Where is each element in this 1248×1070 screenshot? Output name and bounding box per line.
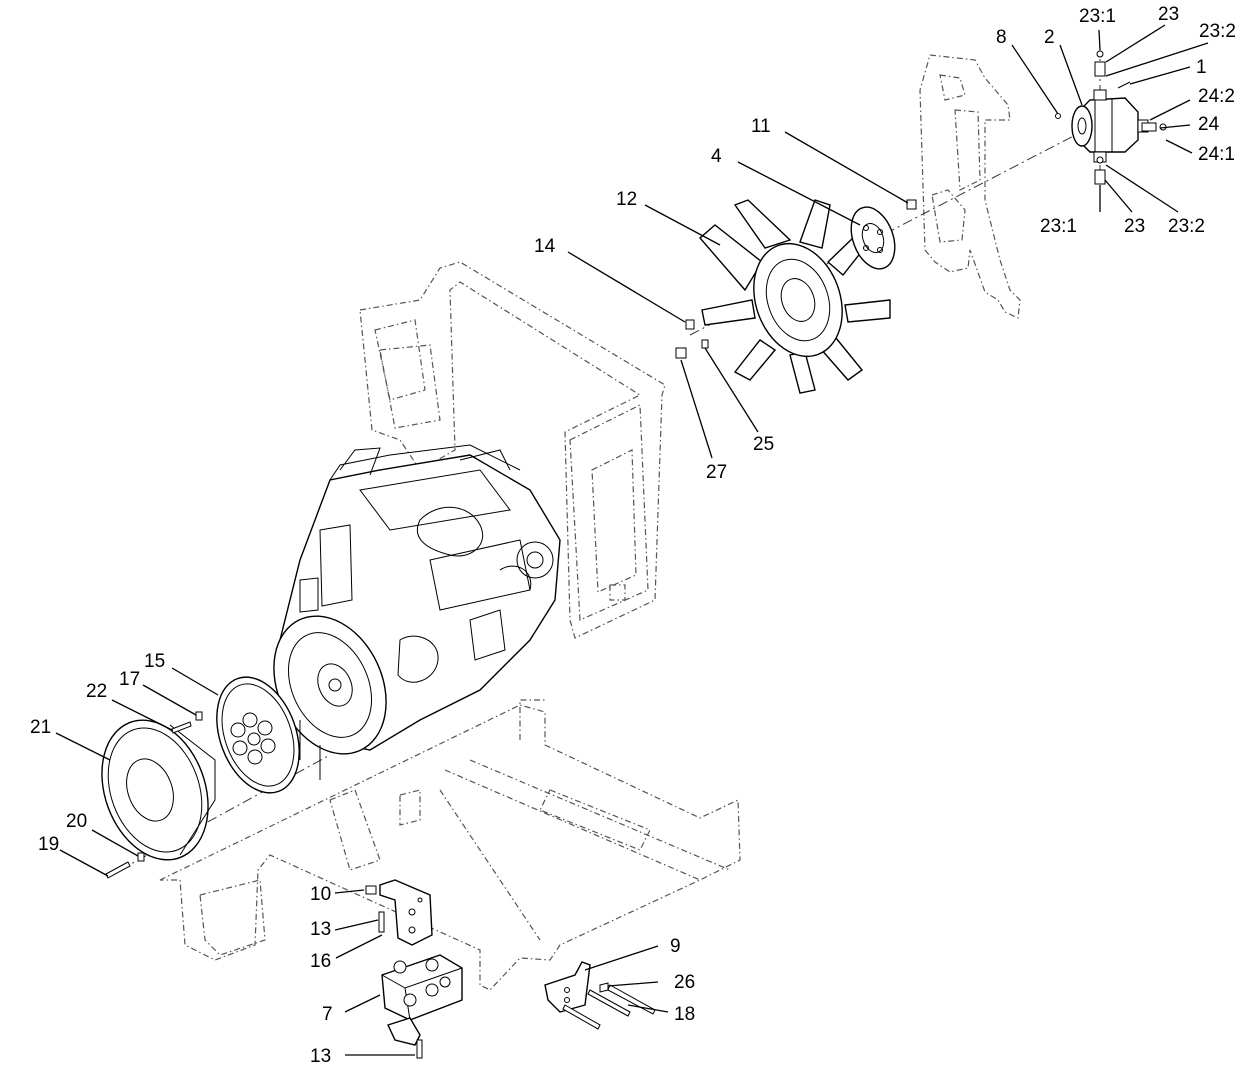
nut-10 [365, 885, 377, 895]
hydraulic-pump [1071, 81, 1149, 163]
callout-23-bottom: 23 [1124, 216, 1145, 237]
engine-assembly [273, 444, 561, 780]
callout-23-1-top: 23:1 [1079, 6, 1116, 27]
valve-mount-bracket [379, 879, 433, 946]
washer-25 [701, 339, 709, 349]
bolt-18-lower [562, 1004, 601, 1030]
bolt-18-mid [587, 989, 631, 1017]
bolt-19 [105, 861, 131, 879]
callout-23-1-bottom: 23:1 [1040, 216, 1077, 237]
callout-10: 10 [310, 884, 331, 905]
bolt-22 [171, 721, 192, 734]
callout-4: 4 [711, 146, 722, 167]
callout-25: 25 [753, 434, 774, 455]
chassis-frame-phantom [159, 699, 741, 991]
bolt-14 [685, 319, 695, 330]
callout-19: 19 [38, 834, 59, 855]
callout-8: 8 [996, 27, 1007, 48]
nut-27 [675, 347, 687, 359]
callout-27: 27 [706, 462, 727, 483]
leader-lines [55, 24, 1209, 1056]
callout-13-bottom: 13 [310, 1046, 331, 1067]
callout-12: 12 [616, 189, 637, 210]
callout-1: 1 [1196, 57, 1207, 78]
callout-22: 22 [86, 681, 107, 702]
washer-26 [599, 982, 609, 993]
bolt-8 [1055, 113, 1061, 119]
callout-20: 20 [66, 811, 87, 832]
valve-lower-bracket [387, 1017, 421, 1046]
pump-fitting-bottom [1094, 156, 1106, 185]
fan-adapter-plate [850, 206, 896, 270]
callout-2: 2 [1044, 27, 1055, 48]
bolt-13-top [378, 911, 385, 933]
pump-fitting-side [1141, 122, 1167, 132]
callout-17: 17 [119, 669, 140, 690]
callout-13-top: 13 [310, 919, 331, 940]
callout-24-1: 24:1 [1198, 144, 1235, 165]
washer-20 [137, 852, 145, 862]
washer-17 [195, 711, 203, 721]
bolt-18-upper [607, 984, 656, 1015]
radiator-frame-phantom [919, 54, 1021, 319]
callout-24-2: 24:2 [1198, 86, 1235, 107]
callout-23-2-bottom: 23:2 [1168, 216, 1205, 237]
callout-15: 15 [144, 651, 165, 672]
engine-enclosure-phantom [359, 261, 666, 639]
callout-21: 21 [30, 717, 51, 738]
flywheel-coupler-plate [216, 676, 300, 794]
callout-23-2-top: 23:2 [1199, 21, 1236, 42]
callout-7: 7 [322, 1004, 333, 1025]
callout-14: 14 [534, 236, 556, 257]
fan-blade-assembly [699, 199, 891, 394]
callout-11: 11 [751, 116, 771, 137]
nut-11 [906, 199, 917, 210]
callout-26: 26 [674, 972, 695, 993]
bolt-13-bottom [416, 1039, 423, 1059]
pump-fitting-top [1094, 50, 1106, 77]
callout-labels: 23:1 23 23:2 8 2 1 24:2 24 24:1 23:1 23 … [30, 4, 1236, 1067]
rear-bracket [544, 961, 591, 1013]
callout-24: 24 [1198, 114, 1220, 135]
callout-16: 16 [310, 951, 331, 972]
flywheel-adapter-plate [101, 719, 216, 861]
callout-23-top: 23 [1158, 4, 1179, 25]
hydraulic-valve-block [381, 954, 463, 1021]
callout-18: 18 [674, 1004, 695, 1025]
callout-9: 9 [670, 936, 681, 957]
